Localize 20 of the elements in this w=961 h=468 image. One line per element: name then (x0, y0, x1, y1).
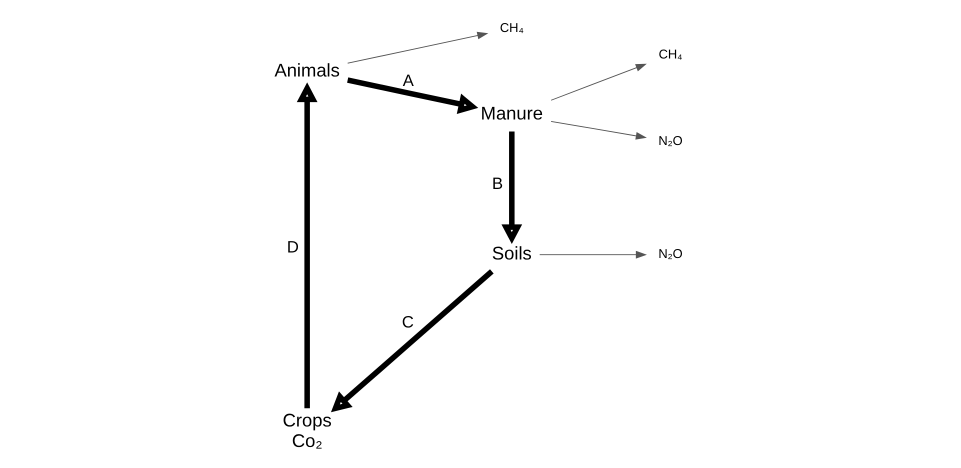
arrow (550, 64, 646, 101)
edge-label: C (401, 312, 414, 332)
arrow (346, 32, 488, 64)
node-text: Crops Co₂ (282, 410, 332, 451)
arrow (550, 120, 646, 140)
node-text: N₂O (658, 246, 682, 262)
node-text: N₂O (658, 132, 682, 148)
arrow (500, 131, 522, 244)
arrow (330, 269, 494, 412)
node-text: Animals (274, 59, 340, 80)
arrow (296, 82, 318, 408)
node-text: CH₄ (499, 20, 524, 35)
edge-label: D (286, 237, 298, 256)
node-text: Manure (480, 102, 542, 124)
arrow (346, 77, 478, 114)
arrow (538, 250, 646, 259)
edge-label: A (402, 70, 412, 90)
edge-label: B (492, 174, 503, 193)
node-text: Soils (491, 242, 532, 264)
node-text: CH₄ (658, 46, 682, 62)
